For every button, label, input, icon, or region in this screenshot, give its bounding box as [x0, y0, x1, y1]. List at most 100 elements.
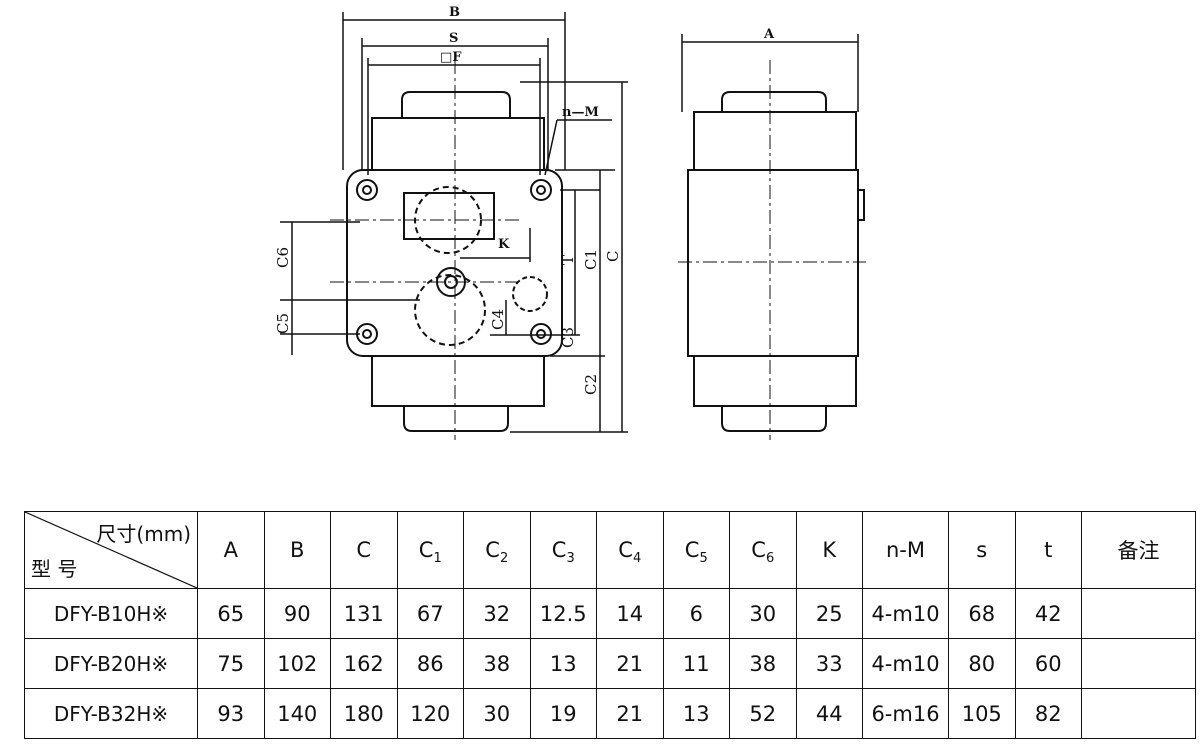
- column-header-subscript: 2: [499, 551, 509, 566]
- dim-label-n-m: n—M: [562, 105, 599, 120]
- column-header: C6: [729, 511, 797, 589]
- column-header: C: [330, 511, 398, 589]
- value-cell: 52: [729, 688, 797, 739]
- value-cell: 38: [729, 638, 797, 689]
- value-cell: 4-m10: [862, 588, 949, 639]
- value-cell: 82: [1014, 688, 1082, 739]
- value-cell: [1081, 688, 1196, 739]
- dim-label-a: A: [763, 27, 775, 42]
- value-cell: 93: [197, 688, 265, 739]
- dim-label-c2: C2: [582, 374, 600, 395]
- dim-label-s: S: [449, 31, 458, 46]
- value-cell: 12.5: [529, 588, 597, 639]
- column-header-label: C: [485, 538, 500, 562]
- value-cell: 6-m16: [862, 688, 949, 739]
- column-header: C3: [529, 511, 597, 589]
- dim-label-b: B: [449, 5, 460, 20]
- value-cell: 120: [396, 688, 464, 739]
- corner-diagonal: [25, 512, 197, 588]
- column-header-subscript: 1: [433, 551, 442, 566]
- column-header-label: C: [684, 538, 700, 562]
- dimension-lines: [280, 12, 859, 433]
- value-cell: 13: [529, 638, 597, 689]
- value-cell: 180: [330, 688, 398, 739]
- value-cell: 33: [795, 638, 863, 689]
- column-header-label: K: [822, 538, 837, 562]
- value-cell: 21: [596, 688, 664, 739]
- dim-label-t: T: [559, 255, 577, 265]
- model-cell: DFY-B32H※: [24, 688, 198, 739]
- dim-label-k: K: [498, 237, 510, 252]
- column-header: C2: [463, 511, 531, 589]
- column-header-label: B: [290, 538, 305, 562]
- dim-label-c: C: [604, 251, 622, 262]
- table-corner-cell: 尺寸(mm) 型 号: [24, 511, 198, 589]
- column-header-label: t: [1044, 538, 1053, 562]
- value-cell: 25: [795, 588, 863, 639]
- column-header-label: s: [976, 538, 988, 562]
- value-cell: 30: [463, 688, 531, 739]
- column-header: C1: [396, 511, 464, 589]
- value-cell: 4-m10: [862, 638, 949, 689]
- dim-label-c4: C4: [489, 309, 507, 330]
- value-cell: 90: [263, 588, 331, 639]
- column-header: n-M: [862, 511, 949, 589]
- column-header-subscript: 3: [566, 551, 575, 566]
- value-cell: 162: [330, 638, 398, 689]
- front-view: [346, 91, 563, 432]
- column-header-subscript: 4: [632, 551, 642, 566]
- column-header: s: [948, 511, 1016, 589]
- value-cell: 13: [662, 688, 730, 739]
- value-cell: 67: [396, 588, 464, 639]
- column-header: K: [795, 511, 863, 589]
- value-cell: 30: [729, 588, 797, 639]
- value-cell: 21: [596, 638, 664, 689]
- value-cell: 75: [197, 638, 265, 689]
- center-lines: [330, 60, 866, 440]
- column-header-label: C: [418, 538, 434, 562]
- column-header-label: n-M: [885, 538, 925, 562]
- column-header-label: C: [551, 538, 567, 562]
- dim-label-c6: C6: [274, 247, 292, 268]
- value-cell: 38: [463, 638, 531, 689]
- dim-label-f: □F: [440, 50, 462, 65]
- value-cell: [1081, 588, 1196, 639]
- value-cell: 44: [795, 688, 863, 739]
- dim-label-c3: C3: [559, 327, 577, 348]
- value-cell: 65: [197, 588, 265, 639]
- column-header: B: [263, 511, 331, 589]
- value-cell: 68: [948, 588, 1016, 639]
- value-cell: 6: [662, 588, 730, 639]
- side-view: [687, 91, 865, 432]
- value-cell: 86: [396, 638, 464, 689]
- value-cell: 11: [662, 638, 730, 689]
- value-cell: 19: [529, 688, 597, 739]
- technical-drawing: B S □F n—M K T C1 C C2 C3 C4 C5 C6 A: [274, 5, 866, 440]
- column-header-label: C: [356, 538, 372, 562]
- value-cell: 32: [463, 588, 531, 639]
- value-cell: 105: [948, 688, 1016, 739]
- dim-label-c1: C1: [582, 249, 600, 270]
- column-header: 备注: [1081, 511, 1196, 589]
- value-cell: 102: [263, 638, 331, 689]
- value-cell: 140: [263, 688, 331, 739]
- value-cell: 14: [596, 588, 664, 639]
- column-header: A: [197, 511, 265, 589]
- value-cell: 131: [330, 588, 398, 639]
- column-header-subscript: 5: [699, 551, 708, 566]
- dim-label-c5: C5: [274, 313, 292, 334]
- model-cell: DFY-B10H※: [24, 588, 198, 639]
- column-header-label: A: [223, 538, 238, 562]
- corner-model-label: 型 号: [31, 557, 78, 581]
- column-header-subscript: 6: [765, 551, 775, 566]
- value-cell: 80: [948, 638, 1016, 689]
- value-cell: [1081, 638, 1196, 689]
- column-header: C5: [662, 511, 730, 589]
- value-cell: 60: [1014, 638, 1082, 689]
